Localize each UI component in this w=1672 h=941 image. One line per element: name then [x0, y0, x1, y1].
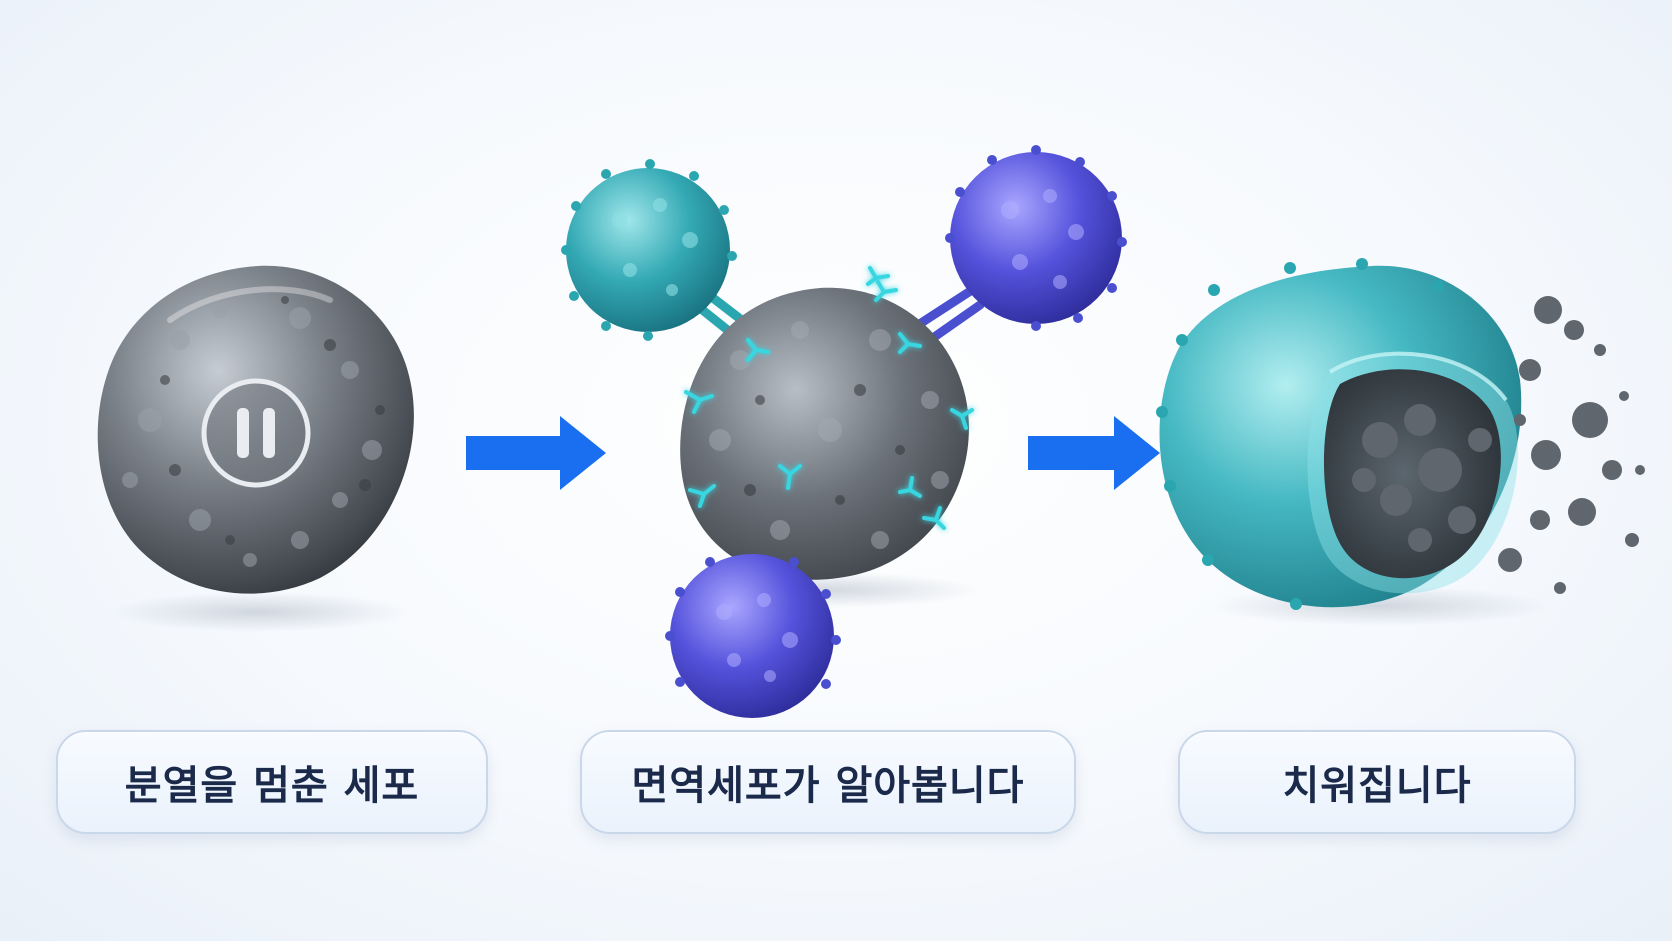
target-cell	[680, 287, 969, 580]
step-label-3: 치워집니다	[1282, 763, 1472, 809]
stalled-cell-shadow	[108, 592, 408, 632]
step-label-2: 면역세포가 알아봅니다	[631, 763, 1025, 809]
step-label-box-3: 치워집니다	[1178, 730, 1576, 834]
step-label-box-1: 분열을 멈춘 세포	[56, 730, 488, 834]
right-arrow-icon	[466, 416, 606, 490]
step-label-1: 분열을 멈춘 세포	[124, 763, 420, 809]
teal-immune-cell	[561, 159, 737, 341]
pause-icon	[201, 378, 311, 488]
receptor-markers	[684, 266, 974, 530]
step-label-box-2: 면역세포가 알아봅니다	[580, 730, 1076, 834]
right-arrow-icon	[1028, 416, 1160, 490]
engulfing-cell	[1156, 258, 1522, 610]
violet-immune-cell-top	[945, 145, 1127, 331]
debris-fragments	[1352, 296, 1645, 594]
violet-immune-cell-bottom	[665, 554, 841, 718]
